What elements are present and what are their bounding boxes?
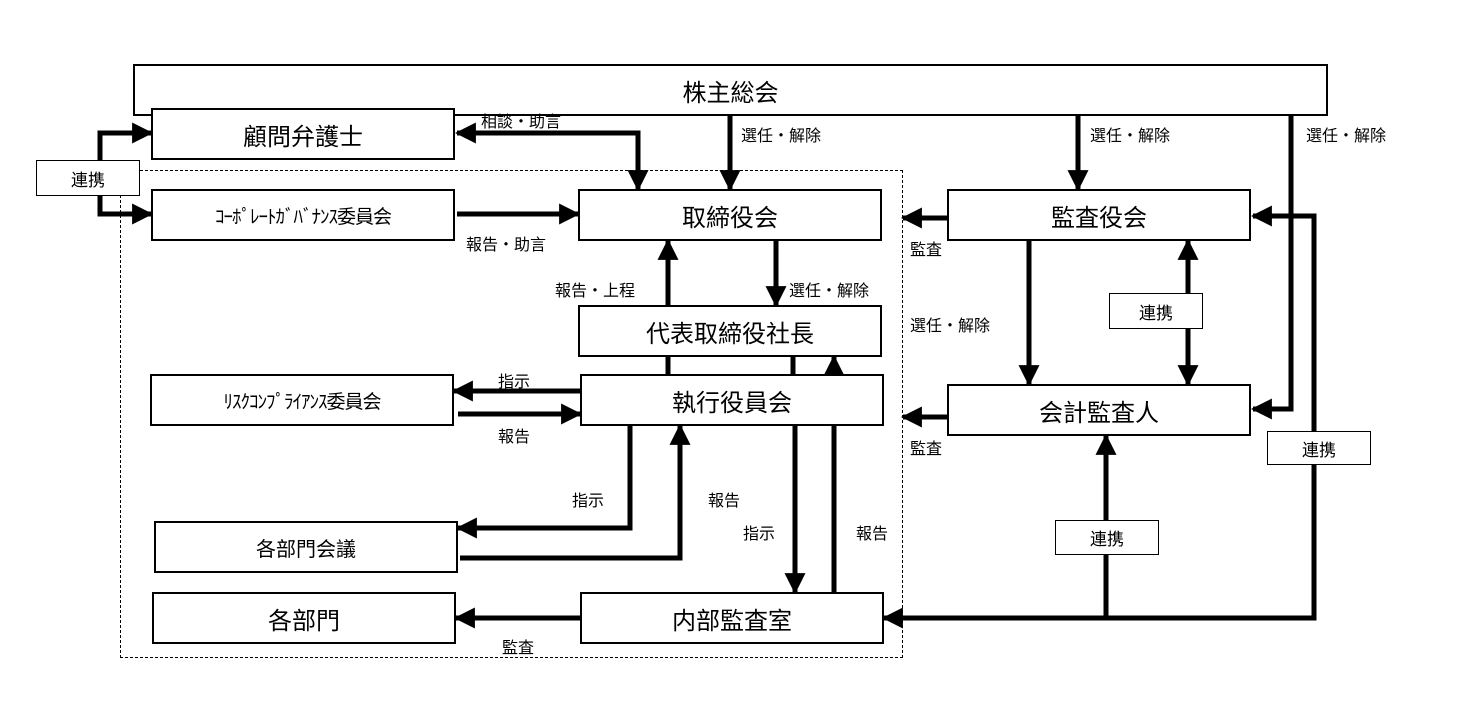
node-audit-board[interactable]: 監査役会 xyxy=(947,189,1251,241)
label-elect-accounting-by-board: 選任・解除 xyxy=(910,316,991,335)
label-instruct-departments: 指示 xyxy=(572,491,605,510)
label-report-advice: 報告・助言 xyxy=(466,235,547,254)
tag-coordination-bottom: 連携 xyxy=(1055,520,1159,555)
label-elect-board: 選任・解除 xyxy=(741,126,822,145)
node-internal-audit-office[interactable]: 内部監査室 xyxy=(580,592,884,644)
node-shareholders[interactable]: 株主総会 xyxy=(133,64,1328,116)
edge-right-coord-loop xyxy=(881,465,1317,629)
label-elect-audit-board: 選任・解除 xyxy=(1090,126,1171,145)
label-report-departments: 報告 xyxy=(708,491,741,510)
edge-right-coord-top xyxy=(1250,205,1317,431)
label-audit-by-accounting: 監査 xyxy=(910,439,943,458)
label-instruct-risk: 指示 xyxy=(498,372,531,391)
node-departments[interactable]: 各部門 xyxy=(152,592,456,644)
edge-exec-to-dept-meetings xyxy=(455,426,633,539)
edge-coord-to-counsel xyxy=(97,122,154,166)
node-governance-committee[interactable]: ｺｰﾎﾟﾚｰﾄｶﾞﾊﾞﾅﾝｽ委員会 xyxy=(151,189,455,241)
executive-scope-frame xyxy=(120,170,903,658)
edge-shareholders-to-accounting xyxy=(1250,116,1294,420)
edge-coord-to-governance xyxy=(97,196,154,225)
label-report-risk: 報告 xyxy=(498,427,531,446)
label-elect-accounting-auditor: 選任・解除 xyxy=(1306,126,1387,145)
node-accounting-auditor[interactable]: 会計監査人 xyxy=(947,384,1251,436)
tag-coordination-left: 連携 xyxy=(36,160,140,196)
node-board-of-directors[interactable]: 取締役会 xyxy=(578,189,882,241)
label-elect-president: 選任・解除 xyxy=(789,281,870,300)
node-president[interactable]: 代表取締役社長 xyxy=(578,305,882,357)
label-instruct-internal-audit: 指示 xyxy=(743,524,776,543)
label-consult-advice: 相談・助言 xyxy=(481,112,562,131)
tag-coordination-right: 連携 xyxy=(1267,431,1371,465)
node-legal-counsel[interactable]: 顧問弁護士 xyxy=(151,108,455,160)
node-department-meetings[interactable]: 各部門会議 xyxy=(154,521,458,573)
label-report-submit: 報告・上程 xyxy=(555,281,636,300)
label-report-internal-audit: 報告 xyxy=(856,524,889,543)
edge-dept-meetings-to-exec xyxy=(460,423,691,561)
label-audit-departments: 監査 xyxy=(502,638,535,657)
label-audit-by-audit-board: 監査 xyxy=(910,240,943,259)
node-executive-committee[interactable]: 執行役員会 xyxy=(580,374,884,426)
tag-coordination-audit: 連携 xyxy=(1109,293,1203,329)
node-risk-compliance-committee[interactable]: ﾘｽｸｺﾝﾌﾟﾗｲｱﾝｽ委員会 xyxy=(150,374,454,426)
